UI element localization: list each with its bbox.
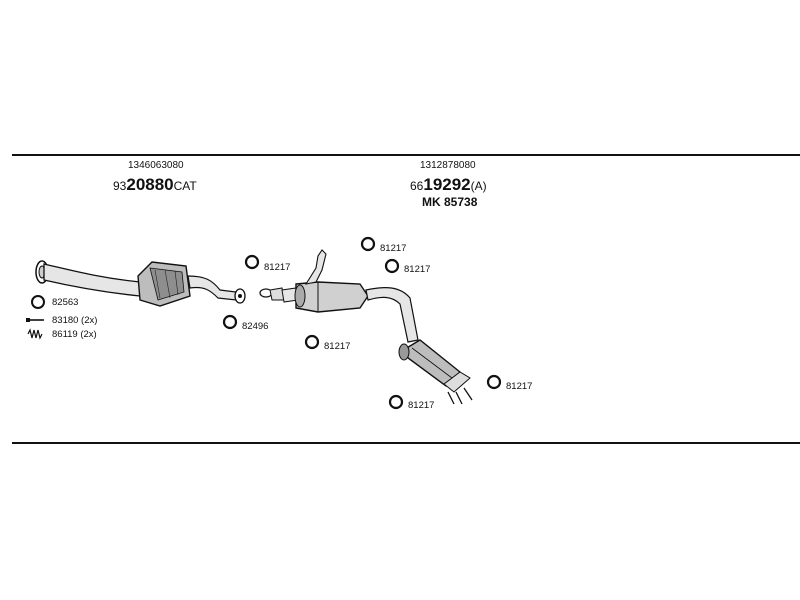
- tail-pipes: [443, 371, 473, 405]
- center-outlet-pipe: [365, 287, 419, 343]
- ring-label: 81217: [324, 341, 351, 352]
- catalyst-part-suffix: CAT: [173, 179, 197, 193]
- ring-icon: [244, 254, 260, 270]
- ring-label: 81217: [264, 262, 291, 273]
- ring-label: 81217: [404, 264, 431, 275]
- legend-bolt-label: 83180 (2x): [52, 315, 98, 326]
- ring-label: 81217: [408, 400, 435, 411]
- legend-ring-label: 82563: [52, 297, 79, 308]
- connector-clamp: [259, 287, 285, 301]
- legend-spring-label: 86119 (2x): [52, 329, 97, 340]
- ring-icon: [384, 258, 400, 274]
- spring-icon: [27, 328, 43, 340]
- bolt-icon: [26, 318, 44, 322]
- legend-ring-icon: [31, 295, 45, 309]
- ring-label: 81217: [506, 381, 533, 392]
- ring-icon: [222, 314, 238, 330]
- upper-hanger: [304, 249, 327, 285]
- bottom-rule: [12, 442, 800, 444]
- muffler-part-main: 19292: [423, 175, 471, 194]
- top-rule: [12, 154, 800, 156]
- ring-icon: [360, 236, 376, 252]
- catalytic-converter: [137, 261, 191, 307]
- front-pipe: [43, 263, 141, 297]
- muffler-part-number: 6619292(A): [410, 175, 487, 195]
- catalyst-part-number: 9320880CAT: [113, 175, 197, 195]
- mounting-kit-number: MK 85738: [422, 195, 478, 209]
- muffler-part-suffix: (A): [470, 179, 487, 193]
- muffler-part-prefix: 66: [410, 179, 424, 193]
- ring-label: 81217: [380, 243, 407, 254]
- ring-label: 82496: [242, 321, 269, 332]
- ring-icon: [388, 394, 404, 410]
- intermediate-pipe: [187, 275, 237, 301]
- ring-icon: [304, 334, 320, 350]
- catalyst-code: 1346063080: [128, 160, 184, 171]
- center-muffler: [294, 281, 369, 313]
- catalyst-part-prefix: 93: [113, 179, 127, 193]
- muffler-code: 1312878080: [420, 160, 476, 171]
- ring-icon: [486, 374, 502, 390]
- catalyst-part-main: 20880: [126, 175, 174, 194]
- rear-flange: [234, 288, 246, 304]
